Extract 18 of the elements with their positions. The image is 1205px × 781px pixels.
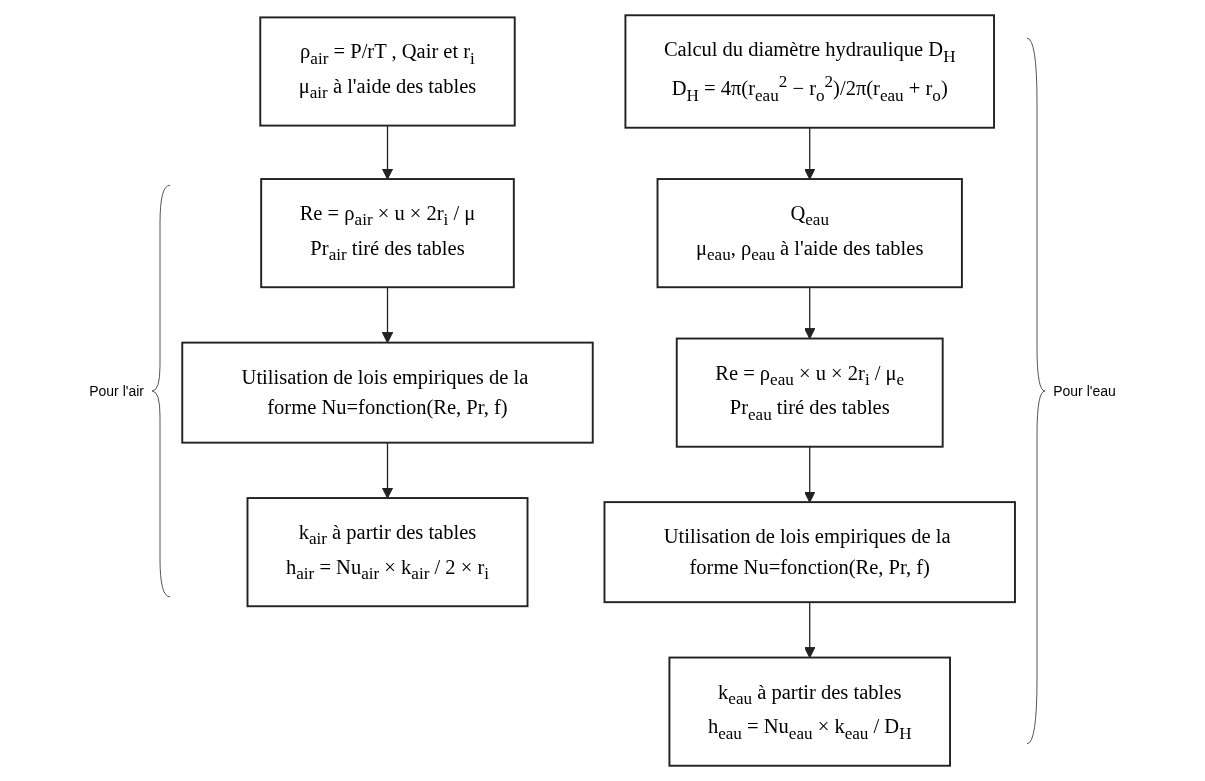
arrow — [381, 286, 394, 344]
node-box: Re = ρ$_{eau}$ × u × 2r$_{i}$ / μ$_{e}$ Pr$_{eau}$ tiré des tables — [675, 337, 944, 448]
arrow — [804, 127, 816, 180]
arrow — [804, 286, 816, 340]
node-box: Q$_{eau}$ μ$_{eau}$, ρ$_{eau}$ à l'aide des tables — [656, 178, 963, 289]
node-box: Utilisation de lois empiriques de la forme Nu=fonction(Re, Pr, f) — [181, 341, 594, 444]
node-box: Re = ρ$_{air}$ × u × 2r$_{i}$ / μ Pr$_{air}$ tiré des tables — [260, 178, 515, 289]
bracket-label: Pour l'eau — [1053, 382, 1116, 399]
arrow — [381, 442, 394, 499]
bracket-label: Pour l'air — [89, 382, 144, 399]
arrow — [804, 601, 816, 659]
node-box: k$_{eau}$ à partir des tables h$_{eau}$ = Nu$_{eau}$ × k$_{eau}$ / D$_{H}$ — [668, 656, 951, 767]
arrow — [804, 446, 816, 503]
node-box: ρ$_{air}$ = P/rT , Qair et r$_{i}$ μ$_{air}$ à l'aide des tables — [259, 16, 516, 127]
node-box: k$_{air}$ à partir des tables h$_{air}$ = Nu$_{air}$ × k$_{air}$ / 2 × r$_{i}$ — [246, 497, 529, 608]
node-box: Utilisation de lois empiriques de la forme Nu=fonction(Re, Pr, f) — [603, 501, 1016, 604]
node-box: Calcul du diamètre hydraulique D$_{H}$ D$_{H}$ = 4π(r$_{eau}$$^{2}$ − r$_{o}$$^{2}$)/2π(r$_{eau}$ + r$_{o}$) — [624, 14, 995, 129]
arrow — [381, 124, 394, 180]
